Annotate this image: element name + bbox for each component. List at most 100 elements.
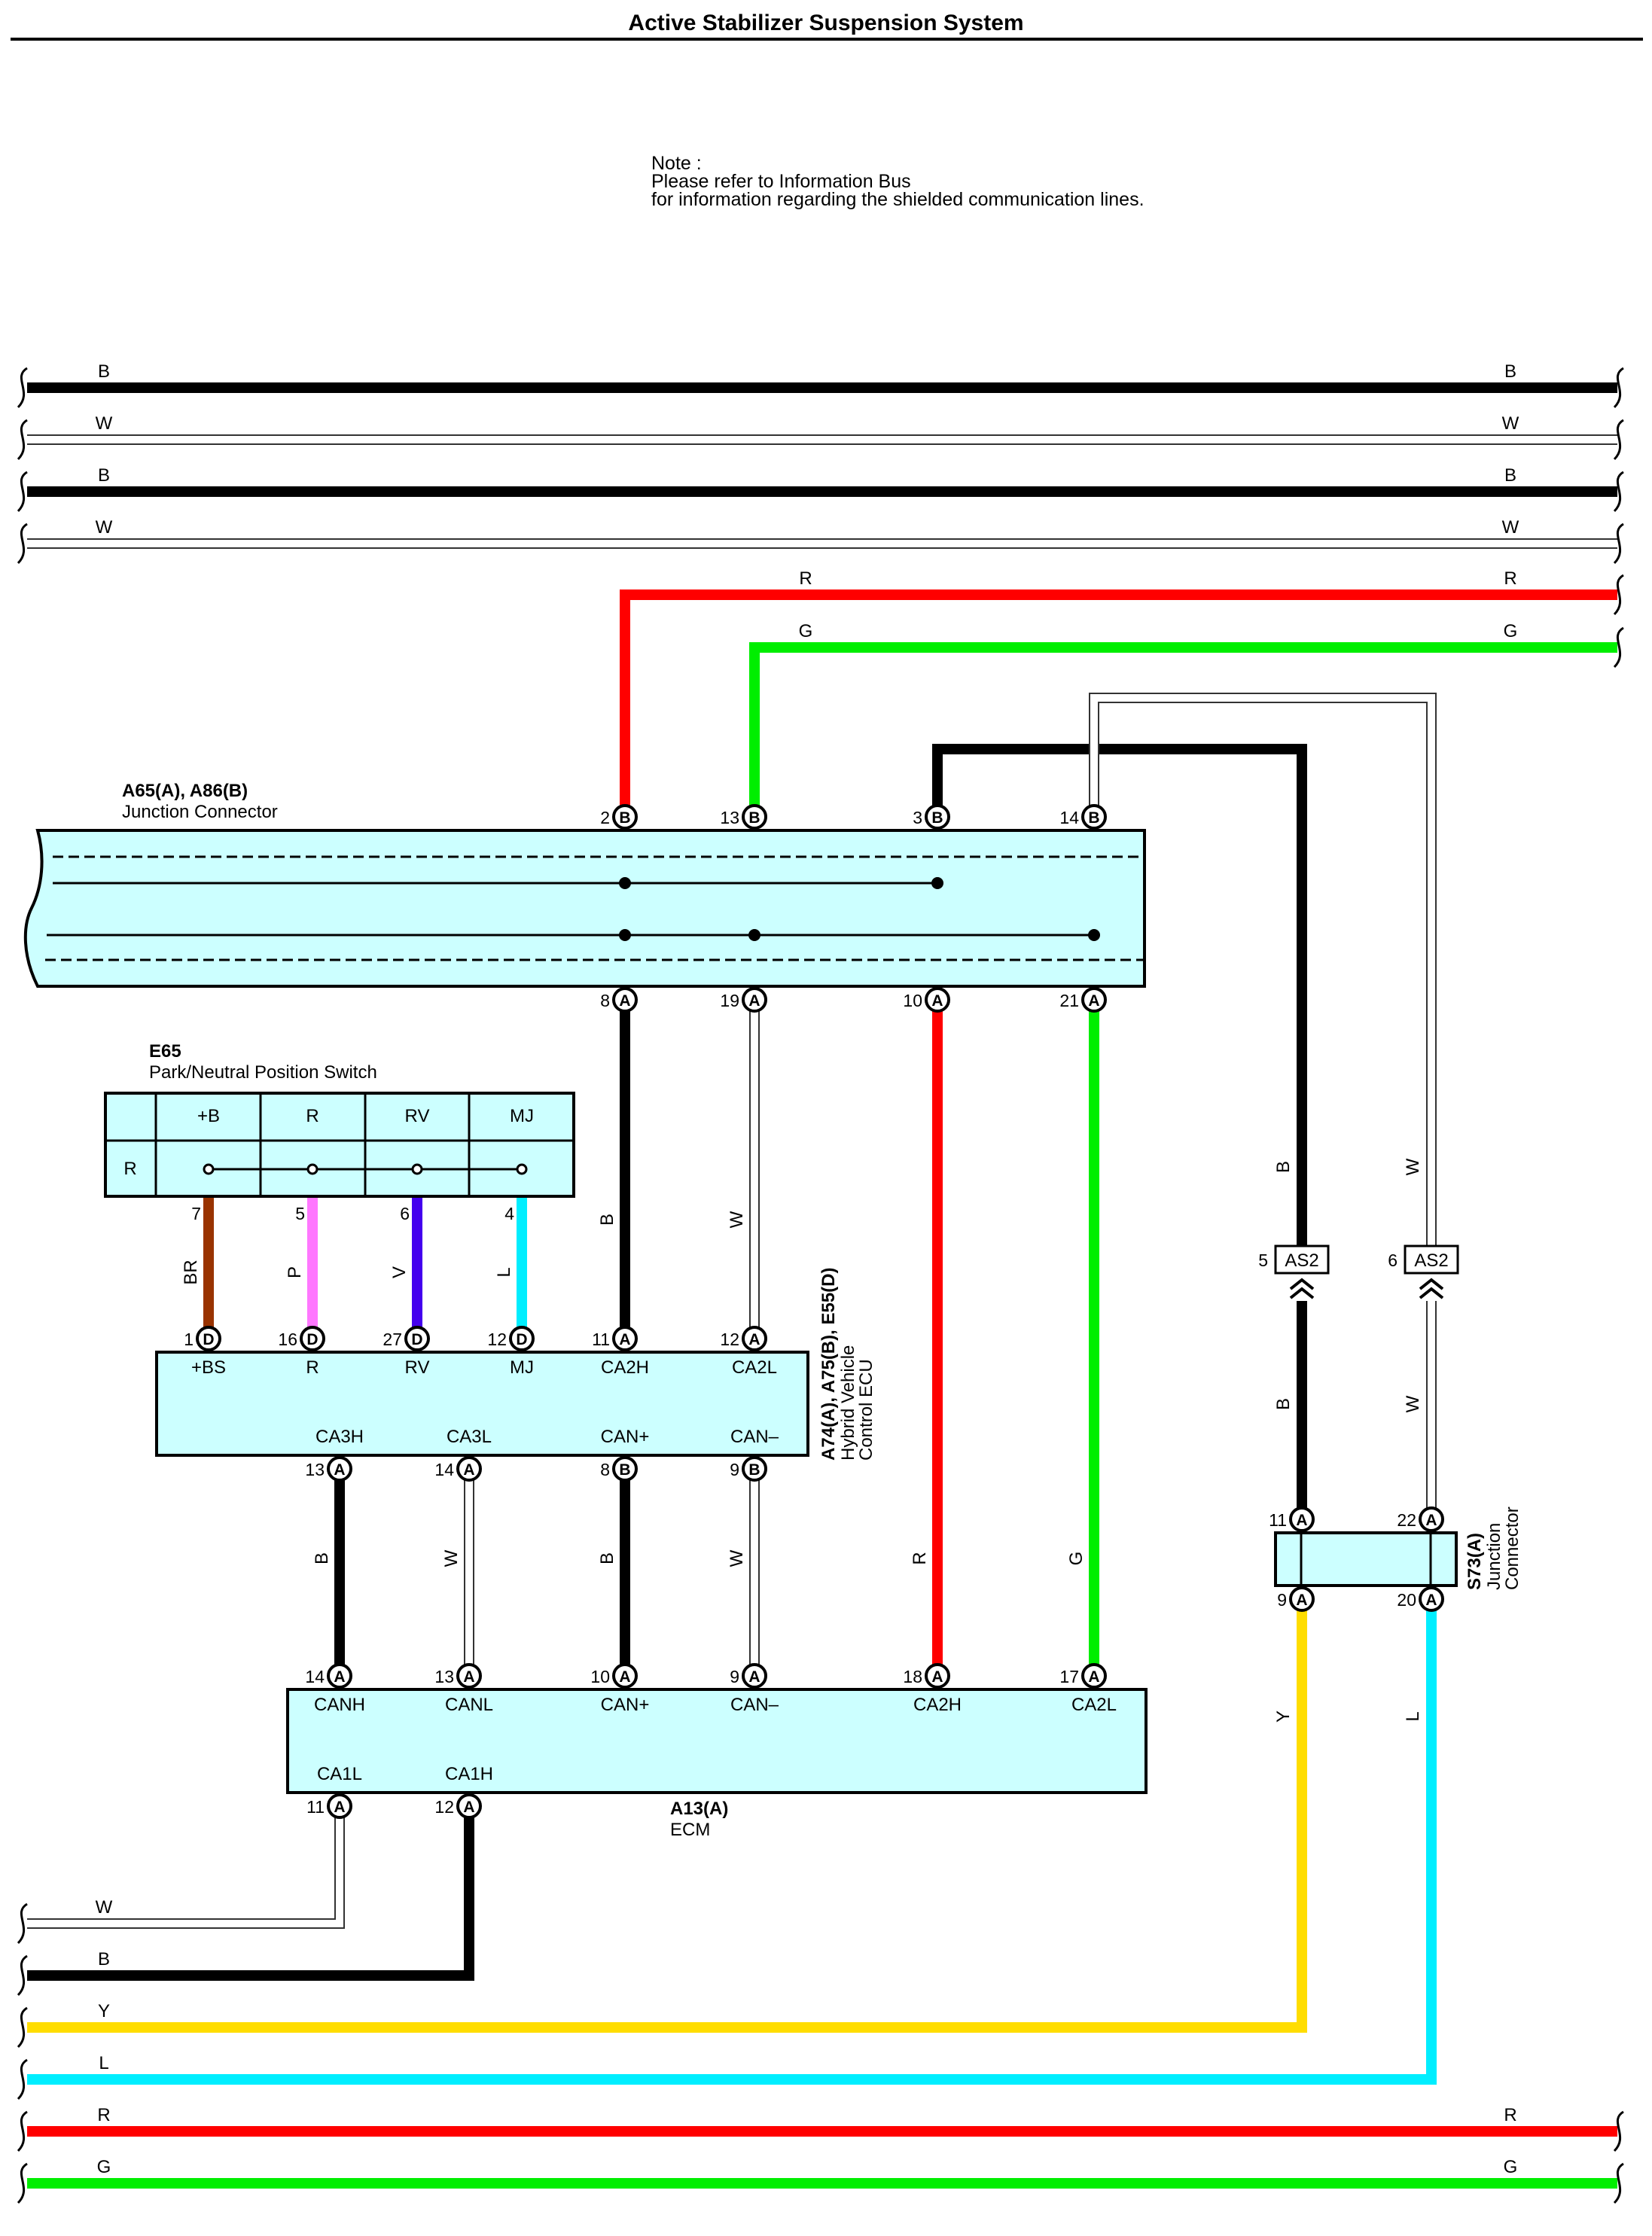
ecu-top-pin-3-letter: D <box>516 1331 527 1348</box>
bottom-bus-label-left-4: R <box>97 2105 110 2125</box>
pnp-contact-4 <box>516 1163 528 1175</box>
ecu-bottom-label-3: CAN– <box>730 1427 779 1447</box>
ecm-top-pin-0-num: 14 <box>305 1667 325 1686</box>
top-brace-right-5 <box>1613 626 1624 669</box>
pnp-contact-3 <box>411 1163 423 1175</box>
bottom-bus-label-right-5: G <box>1504 2157 1518 2177</box>
top-brace-left-1 <box>17 419 28 461</box>
wire-pnp-label-2: V <box>389 1266 410 1278</box>
top-bus-label-left-2: B <box>98 465 110 486</box>
top-bus-label-left-1: W <box>96 413 113 434</box>
junction-name: A65(A), A86(B) <box>122 781 248 801</box>
jc-top-pin-3 <box>1081 804 1107 830</box>
wire-r-jc-ecm-label: R <box>910 1552 930 1564</box>
ecm-bottom-pin-1-letter: A <box>463 1799 474 1816</box>
pnp-body <box>104 1092 575 1198</box>
wire-w-ecm-bottom-outline <box>27 1806 345 1929</box>
s73-body <box>1274 1531 1458 1587</box>
top-bus-label-right-1: W <box>1502 413 1519 434</box>
s73-bottom-pin-1 <box>1419 1586 1444 1612</box>
ecu-top-pin-4-num: 11 <box>592 1330 610 1349</box>
wire-b-as2-s73-label: B <box>1273 1398 1294 1410</box>
wire-l-s73 <box>27 1599 1437 2085</box>
top-bus-label-right-0: B <box>1504 361 1516 382</box>
ecu-bottom-pin-2 <box>612 1456 638 1482</box>
jc-bottom-pin-3 <box>1081 987 1107 1013</box>
top-bus-label-right-3: W <box>1502 517 1519 538</box>
ecu-body <box>155 1351 809 1457</box>
jc-dot-0 <box>619 877 631 889</box>
jc-bottom-pin-3-letter: A <box>1088 992 1099 1010</box>
hybrid-vehicle-control-ecu: A74(A), A75(B), E55(D) Hybrid Vehicle Co… <box>155 1268 876 1461</box>
jc-top-pin-2 <box>925 804 950 830</box>
top-brace-left-3 <box>17 522 28 565</box>
pnp-col-r: R <box>306 1106 319 1126</box>
top-bus-label-right-2: B <box>1504 465 1516 486</box>
wire-w-ecm-bottom <box>27 1806 343 1927</box>
ecm-name: A13(A) <box>670 1799 728 1819</box>
jc-dot-1 <box>931 877 943 889</box>
jc-bottom-pin-1-num: 19 <box>720 991 739 1010</box>
jc-top-pin-1-letter: B <box>748 809 760 827</box>
ecu-top-pin-2 <box>404 1326 430 1351</box>
wire-l-s73-label: L <box>1403 1711 1423 1721</box>
ecm-top-pin-4-num: 18 <box>903 1667 922 1686</box>
ecu-desc2: Control ECU <box>856 1359 876 1461</box>
park-neutral-position-switch: E65 Park/Neutral Position Switch R +B R … <box>104 1041 575 1198</box>
s73-name: S73(A) <box>1465 1533 1485 1590</box>
ecm-top-pin-3-letter: A <box>748 1668 760 1686</box>
wire-w-as2 <box>1090 694 1435 1246</box>
ecm-top-label-1: CANL <box>445 1695 493 1715</box>
junction-desc: Junction Connector <box>122 802 278 822</box>
s73-bottom-pin-0 <box>1289 1586 1315 1612</box>
page-title: Active Stabilizer Suspension System <box>628 11 1023 35</box>
as2-label-2: AS2 <box>1414 1251 1448 1271</box>
wire-b-ecm-bottom <box>27 1806 474 1981</box>
ecm-top-pin-1 <box>456 1663 482 1689</box>
s73-top-pin-0 <box>1289 1506 1315 1532</box>
as2-connectors: AS2 AS2 <box>1274 1244 1459 1299</box>
ecm: A13(A) ECM <box>286 1688 1148 1840</box>
ecm-top-pin-0-letter: A <box>334 1668 345 1686</box>
top-brace-right-3 <box>1613 522 1624 565</box>
s73-desc1: Junction <box>1484 1523 1504 1590</box>
ecm-top-pin-5-letter: A <box>1088 1668 1099 1686</box>
ecm-desc: ECM <box>670 1820 710 1840</box>
ecu-top-pin-3 <box>509 1326 535 1351</box>
ecu-bottom-pin-2-letter: B <box>619 1461 630 1479</box>
jc-bottom-pin-2-num: 10 <box>903 991 922 1010</box>
as2-label-1: AS2 <box>1285 1251 1318 1271</box>
ecm-top-pin-4-letter: A <box>931 1668 943 1686</box>
pnp-col-rv: RV <box>405 1106 430 1126</box>
ecm-bottom-pin-0-letter: A <box>334 1799 345 1816</box>
ecu-name: A74(A), A75(B), E55(D) <box>818 1268 839 1461</box>
ecm-bottom-pin-0-num: 11 <box>306 1797 325 1817</box>
bottom-bus-label-right-4: R <box>1504 2105 1516 2125</box>
ecu-top-label-4: CA2H <box>601 1357 649 1378</box>
junction-connector-s73: S73(A) Junction Connector <box>1274 1506 1522 1590</box>
ecm-top-pin-5-num: 17 <box>1059 1667 1079 1686</box>
jc-top-pin-1 <box>742 804 767 830</box>
top-brace-right-0 <box>1613 367 1624 409</box>
pnp-pin-0: 7 <box>191 1204 201 1223</box>
jc-top-pin-2-letter: B <box>931 809 943 827</box>
ecu-bottom-pin-1 <box>456 1456 482 1482</box>
jc-top-pin-1-num: 13 <box>720 808 739 827</box>
jc-bottom-pin-0-num: 8 <box>600 991 610 1010</box>
as2-chevron-1 <box>1289 1278 1315 1299</box>
ecu-bottom-pin-1-letter: A <box>463 1461 474 1479</box>
s73-bottom-pin-1-num: 20 <box>1397 1590 1416 1610</box>
ecu-top-pin-1-letter: D <box>306 1331 318 1348</box>
ecm-top-pin-3-num: 9 <box>730 1667 739 1686</box>
ecu-top-label-2: RV <box>405 1357 430 1378</box>
jc-top-pin-2-num: 3 <box>913 808 922 827</box>
ecm-top-pin-2 <box>612 1663 638 1689</box>
wire-g-top-label: G <box>799 621 813 641</box>
ecm-top-label-4: CA2H <box>913 1695 962 1715</box>
wires <box>27 382 1617 2189</box>
wire-g-top <box>749 642 1617 817</box>
s73-bottom-pin-1-letter: A <box>1425 1592 1437 1609</box>
top-brace-right-1 <box>1613 419 1624 461</box>
